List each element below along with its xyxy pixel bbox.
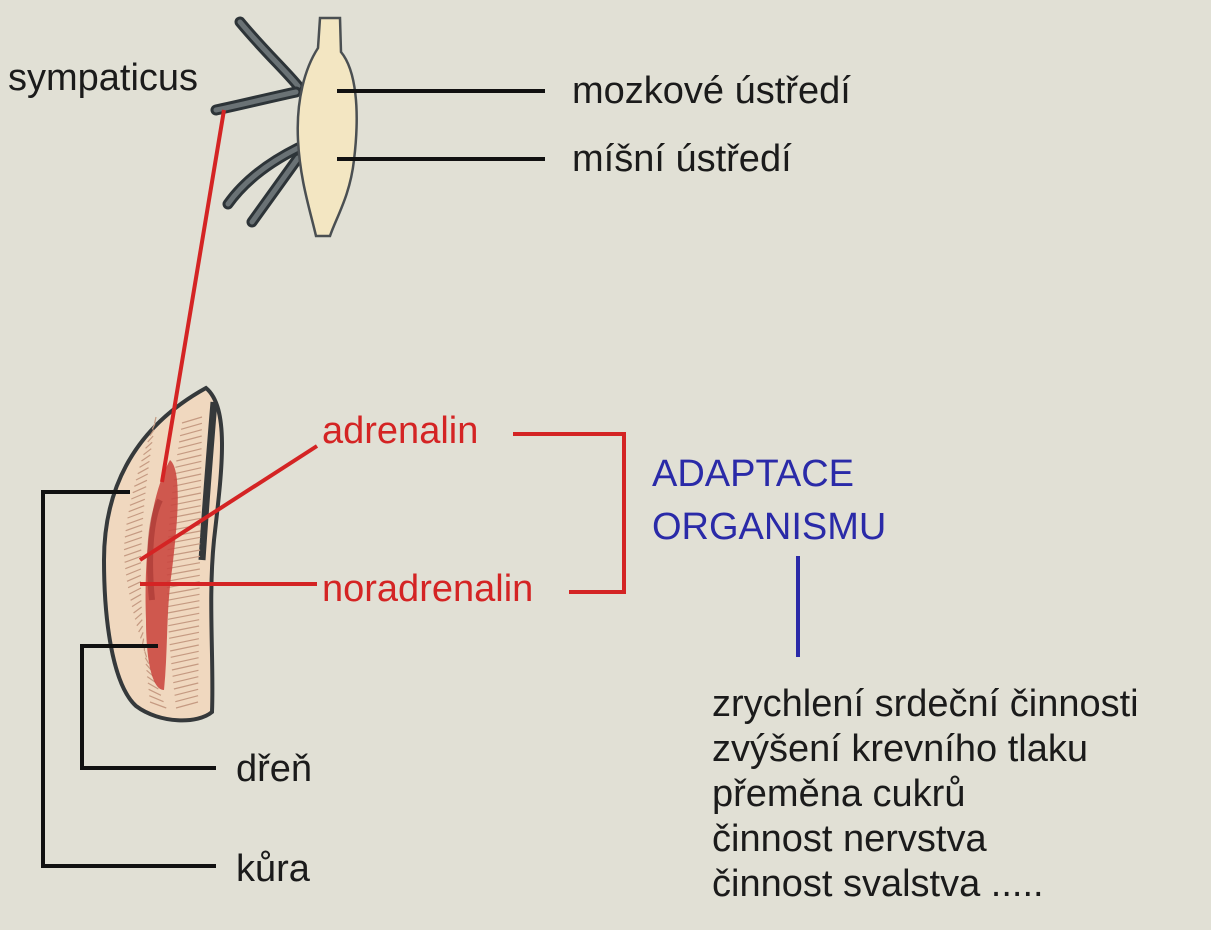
cortex-label: kůra [236,850,310,888]
effect-item: činnost nervstva [712,817,1139,862]
sympathetic-nerves [216,22,298,222]
adaptation-title-line1: ADAPTACE [652,455,854,493]
spinal-center-label: míšní ústředí [572,140,792,178]
noradrenalin-label: noradrenalin [322,570,533,608]
effect-item: zrychlení srdeční činnosti [712,682,1139,727]
cortex-striation [155,417,156,423]
effect-item: přeměna cukrů [712,772,1139,817]
adaptation-title-line2: ORGANISMU [652,508,886,546]
adrenalin-label: adrenalin [322,412,478,450]
effect-item: zvýšení krevního tlaku [712,727,1139,772]
spinal-cord [298,18,357,236]
medulla-label: dřeň [236,750,312,788]
effect-item: činnost svalstva ..... [712,862,1139,907]
adrenal-gland [104,388,222,720]
brain-center-label: mozkové ústředí [572,72,851,110]
adaptation-effects-list: zrychlení srdeční činnosti zvýšení krevn… [712,682,1139,907]
sympaticus-label: sympaticus [8,59,198,97]
